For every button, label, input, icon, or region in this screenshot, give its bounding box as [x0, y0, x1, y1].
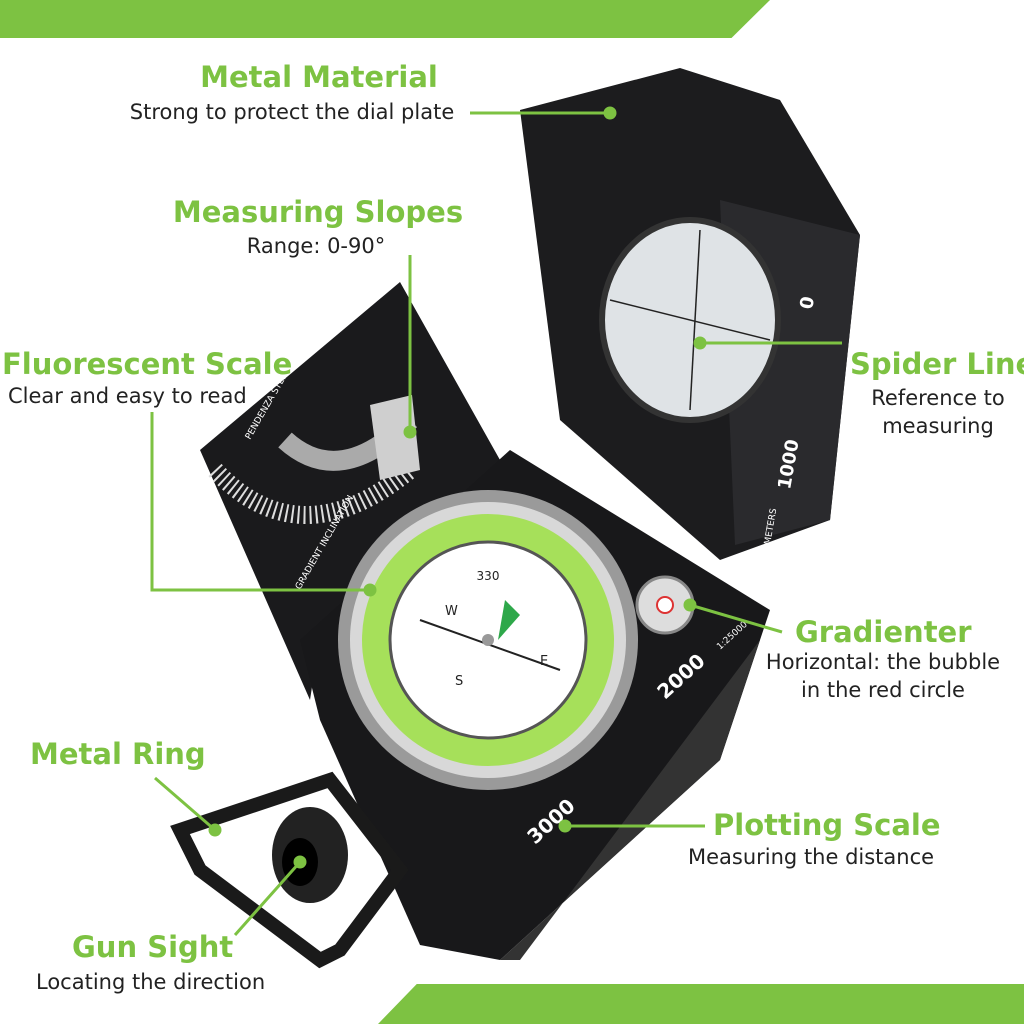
gradienter-desc-2: in the red circle [801, 678, 965, 702]
fluorescent-scale-desc: Clear and easy to read [8, 384, 247, 408]
compass-dial: 330 E W S [338, 490, 638, 790]
dial-330: 330 [477, 569, 500, 583]
plotting-scale-title: Plotting Scale [713, 808, 941, 842]
gun-sight-desc: Locating the direction [36, 970, 266, 994]
metal-material-title: Metal Material [200, 60, 438, 94]
dial-e: E [540, 654, 548, 669]
clinometer-plate: PENDENZA STEIGUNG INCLINATION GRADIENT I… [200, 282, 500, 700]
dial-s: S [455, 674, 463, 689]
lid-scale-0: 0 [796, 295, 819, 311]
dial-w: W [445, 604, 458, 619]
gun-sight-title: Gun Sight [72, 930, 234, 964]
measuring-slopes-title: Measuring Slopes [172, 195, 464, 229]
bottom-accent-band [378, 984, 1024, 1024]
gradienter-title: Gradienter [795, 615, 972, 649]
spider-line-title: Spider Line [850, 347, 1024, 381]
top-accent-band [0, 0, 770, 38]
plotting-scale-desc: Measuring the distance [688, 845, 935, 869]
fluorescent-scale-title: Fluorescent Scale [2, 347, 293, 381]
metal-material-desc: Strong to protect the dial plate [129, 100, 455, 124]
compass-lid: 0 1000 METERS [520, 68, 860, 560]
gun-sight [170, 771, 409, 969]
metal-ring-title: Metal Ring [30, 737, 206, 771]
spider-line-desc-2: measuring [882, 414, 994, 438]
measuring-slopes-desc: Range: 0-90° [246, 234, 386, 258]
spider-line [609, 299, 771, 341]
spider-line-desc-1: Reference to [871, 386, 1005, 410]
callout-lines [150, 106, 842, 936]
gradienter-desc-1: Horizontal: the bubble [765, 650, 1001, 674]
